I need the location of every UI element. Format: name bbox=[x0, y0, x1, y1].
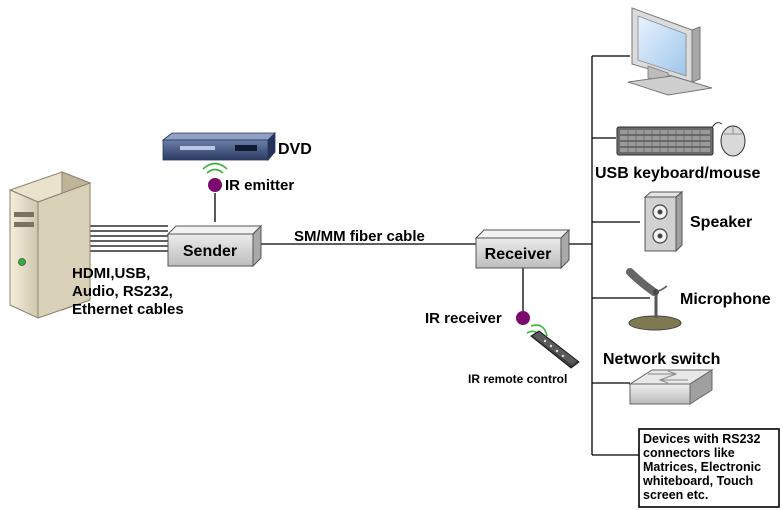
ir-receiver-label: IR receiver bbox=[425, 310, 502, 327]
fiber-cable-label: SM/MM fiber cable bbox=[294, 228, 425, 245]
pc-tower-icon bbox=[8, 171, 92, 319]
mouse-icon bbox=[711, 122, 746, 157]
cables-line: Audio, RS232, bbox=[72, 283, 173, 300]
rs232-line: Devices with RS232 bbox=[643, 432, 760, 446]
monitor-icon bbox=[627, 7, 713, 96]
ir-emitter-dot bbox=[208, 178, 222, 192]
speaker-label: Speaker bbox=[690, 214, 752, 231]
usb-keyboard-mouse-label: USB keyboard/mouse bbox=[595, 165, 760, 182]
rs232-line: screen etc. bbox=[643, 488, 708, 502]
wave-icon bbox=[202, 162, 228, 174]
sender-label: Sender bbox=[183, 243, 237, 260]
sender-box: Sender bbox=[166, 224, 263, 268]
network-switch-label: Network switch bbox=[603, 351, 720, 368]
rs232-line: whiteboard, Touch bbox=[642, 474, 753, 488]
ir-receiver-dot bbox=[516, 311, 530, 325]
remote-control-icon bbox=[530, 330, 580, 369]
connection-lines bbox=[86, 55, 650, 456]
ir-remote-label: IR remote control bbox=[468, 372, 567, 386]
cables-line: Ethernet cables bbox=[72, 301, 184, 318]
keyboard-icon bbox=[616, 126, 714, 156]
cables-label: HDMI,USB, Audio, RS232, Ethernet cables bbox=[72, 265, 184, 318]
receiver-box: Receiver bbox=[474, 228, 571, 270]
rs232-line: connectors like bbox=[643, 446, 735, 460]
speaker-icon bbox=[643, 190, 684, 253]
dvd-player-icon bbox=[161, 132, 276, 162]
cables-line: HDMI,USB, bbox=[72, 265, 150, 282]
rs232-line: Matrices, Electronic bbox=[643, 460, 761, 474]
rs232-devices-box: Devices with RS232 connectors like Matri… bbox=[638, 428, 780, 508]
dvd-label: DVD bbox=[278, 141, 312, 158]
microphone-icon bbox=[626, 268, 682, 331]
network-switch-icon bbox=[628, 369, 714, 405]
receiver-label: Receiver bbox=[485, 246, 552, 263]
rs232-devices-text: Devices with RS232 connectors like Matri… bbox=[642, 432, 765, 502]
microphone-label: Microphone bbox=[680, 291, 771, 308]
ir-emitter-label: IR emitter bbox=[225, 177, 294, 194]
